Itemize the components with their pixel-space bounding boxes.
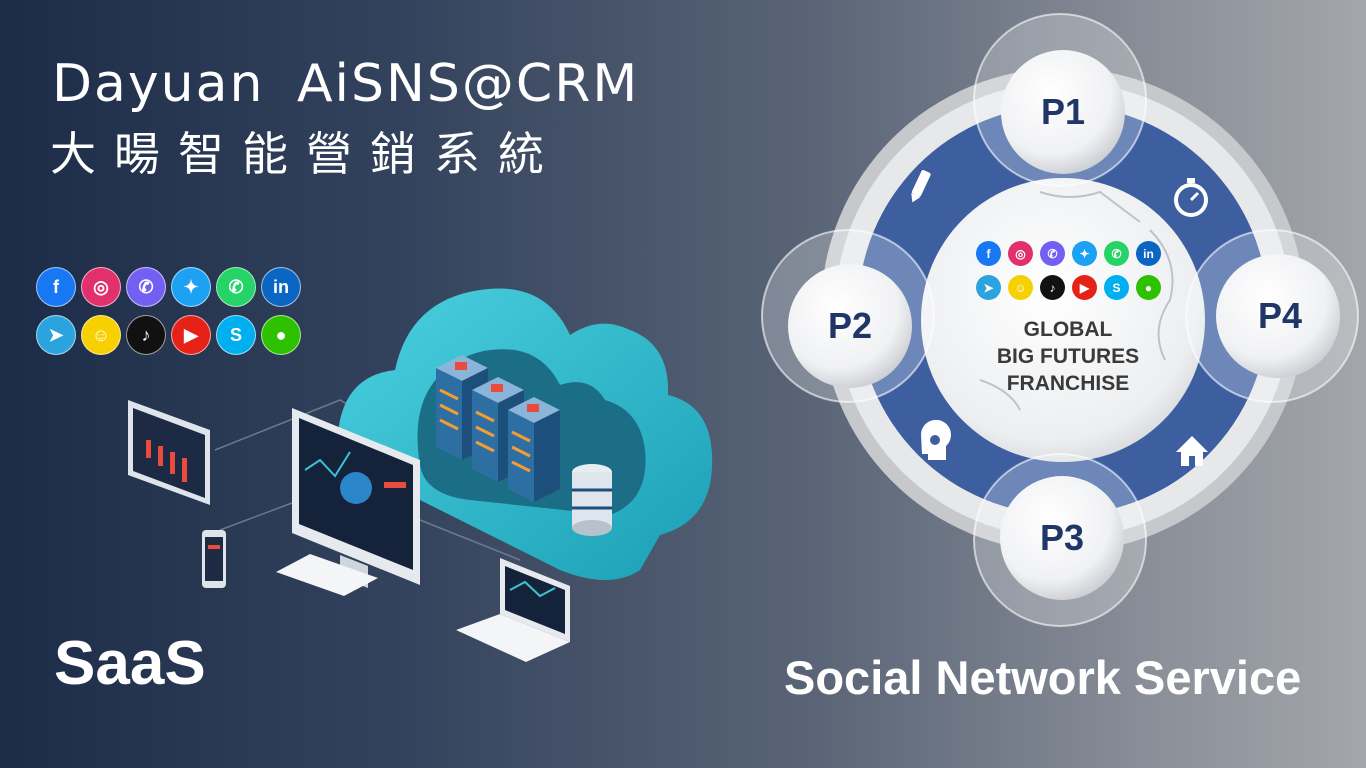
tiktok-icon: ♪ <box>126 315 166 355</box>
whatsapp-icon: ✆ <box>216 267 256 307</box>
title-chinese: 大暘智能營銷系統 <box>50 127 562 181</box>
twitter-icon: ✦ <box>171 267 211 307</box>
title-english: Dayuan AiSNS@CRM <box>52 54 640 114</box>
snapchat-icon: ☺ <box>1008 275 1033 300</box>
center-text: GLOBAL BIG FUTURES FRANCHISE <box>970 316 1166 397</box>
home-icon <box>1176 436 1208 466</box>
laptop-device <box>456 558 570 662</box>
snapchat-icon: ☺ <box>81 315 121 355</box>
p1-label: P1 <box>1040 91 1086 132</box>
youtube-icon: ▶ <box>1072 275 1097 300</box>
globe-map-lines <box>979 190 1174 411</box>
viber-icon: ✆ <box>1040 241 1065 266</box>
p4-label: P4 <box>1257 295 1303 336</box>
telegram-icon: ➤ <box>36 315 76 355</box>
p2-label: P2 <box>827 305 873 346</box>
center-social-icon-grid: f ◎ ✆ ✦ ✆ in ➤ ☺ ♪ ▶ S ● <box>976 241 1166 300</box>
viber-icon: ✆ <box>126 267 166 307</box>
center-line-3: FRANCHISE <box>1006 372 1130 395</box>
cloud-illustration <box>128 288 713 662</box>
stopwatch-icon <box>1174 178 1208 217</box>
pencil-icon <box>911 170 931 203</box>
telegram-icon: ➤ <box>976 275 1001 300</box>
wechat-icon: ● <box>1136 275 1161 300</box>
server-rack-3 <box>508 397 560 502</box>
youtube-icon: ▶ <box>171 315 211 355</box>
p3-ball <box>1000 476 1124 600</box>
linkedin-icon: in <box>1136 241 1161 266</box>
linkedin-icon: in <box>261 267 301 307</box>
tiktok-icon: ♪ <box>1040 275 1065 300</box>
social-icon-grid: f◎✆✦✆in➤☺♪▶S● <box>36 267 306 355</box>
instagram-icon: ◎ <box>1008 241 1033 266</box>
skype-icon: S <box>1104 275 1129 300</box>
skype-icon: S <box>216 315 256 355</box>
p1-ball <box>1001 50 1125 174</box>
database-icon <box>572 464 612 536</box>
p3-label: P3 <box>1039 517 1085 558</box>
monitor-device <box>276 408 420 596</box>
phone-device <box>202 530 226 588</box>
sns-label: Social Network Service <box>784 651 1302 704</box>
p4-ball <box>1216 254 1340 378</box>
saas-label: SaaS <box>54 629 206 698</box>
facebook-icon: f <box>36 267 76 307</box>
instagram-icon: ◎ <box>81 267 121 307</box>
tablet-device <box>128 400 210 505</box>
center-line-2: BIG FUTURES <box>996 345 1140 368</box>
twitter-icon: ✦ <box>1072 241 1097 266</box>
center-line-1: GLOBAL <box>1023 318 1113 341</box>
idea-head-icon <box>921 419 951 460</box>
whatsapp-icon: ✆ <box>1104 241 1129 266</box>
p2-ball <box>788 264 912 388</box>
facebook-icon: f <box>976 241 1001 266</box>
wechat-icon: ● <box>261 315 301 355</box>
